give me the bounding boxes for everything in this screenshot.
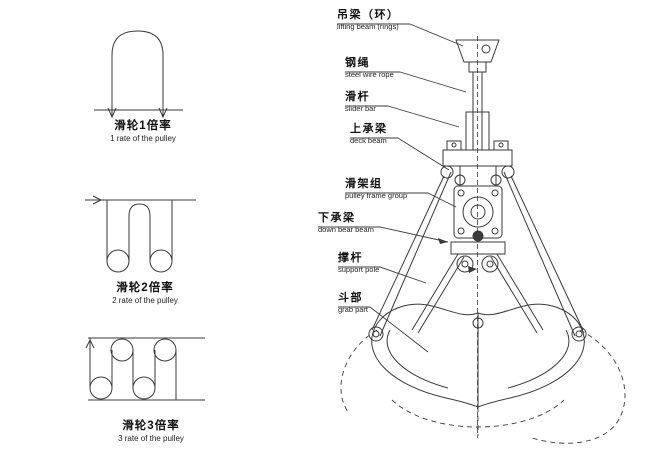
label-grab-part-en: grab part (338, 305, 369, 314)
label-deck-beam: 上承梁 deck beam (350, 123, 388, 146)
label-pulley-frame-group: 滑架组 pulley frame group (345, 178, 407, 201)
pulley-3-caption: 滑轮3倍率 3 rate of the pulley (91, 419, 211, 444)
label-leader-lines (318, 23, 467, 353)
label-steel-wire-rope-en: steel wire rope (345, 70, 394, 79)
label-slider-bar-zh: 滑杆 (345, 91, 370, 103)
pulley-diagram-3-drawing (85, 337, 205, 401)
label-slider-bar-en: slider bar (345, 104, 376, 113)
pulley-1-caption: 滑轮1倍率 1 rate of the pulley (83, 119, 203, 144)
upper-arms-shape (368, 171, 587, 342)
label-slider-bar: 滑杆 slider bar (345, 91, 376, 114)
label-pulley-frame-group-zh: 滑架组 (345, 178, 383, 190)
pulley-3-title-zh: 滑轮3倍率 (122, 420, 180, 432)
label-support-pole-zh: 撑杆 (338, 252, 363, 264)
label-lifting-beam-en: lifting beam (rings) (337, 22, 399, 31)
pulley-diagram-1-drawing (94, 30, 183, 119)
label-steel-wire-rope: 钢绳 steel wire rope (345, 57, 394, 80)
pulley-2-caption: 滑轮2倍率 2 rate of the pulley (85, 281, 205, 306)
support-poles-shape (411, 253, 544, 334)
grab-machine-drawing (340, 36, 626, 444)
down-bear-beam-shape (450, 241, 506, 273)
grab-open-position-dashed (340, 329, 626, 444)
grab-part-shape (371, 303, 585, 408)
label-down-bear-beam-zh: 下承梁 (318, 212, 356, 224)
pulley-1-title-en: 1 rate of the pulley (110, 134, 176, 143)
label-grab-part-zh: 斗部 (338, 292, 363, 304)
label-support-pole-en: support pole (338, 265, 380, 274)
label-lifting-beam-zh: 吊梁（环） (337, 9, 400, 21)
label-grab-part: 斗部 grab part (338, 292, 368, 315)
label-steel-wire-rope-zh: 钢绳 (345, 57, 370, 69)
label-deck-beam-zh: 上承梁 (350, 123, 388, 135)
pulley-frame-group-shape (453, 185, 503, 242)
lifting-beam-shape (455, 39, 500, 63)
pulley-2-title-en: 2 rate of the pulley (112, 296, 178, 305)
pulley-1-title-zh: 滑轮1倍率 (114, 120, 172, 132)
label-deck-beam-en: deck beam (350, 136, 387, 145)
label-lifting-beam: 吊梁（环） lifting beam (rings) (337, 9, 400, 32)
label-support-pole: 撑杆 support pole (338, 252, 379, 275)
pulley-3-title-en: 3 rate of the pulley (118, 434, 184, 443)
label-down-bear-beam: 下承梁 down bear beam (318, 212, 374, 235)
deck-beam-shape (440, 140, 515, 186)
pulley-2-title-zh: 滑轮2倍率 (116, 282, 174, 294)
label-pulley-frame-group-en: pulley frame group (345, 191, 408, 200)
label-down-bear-beam-en: down bear beam (318, 225, 374, 234)
pulley-diagram-2-drawing (85, 195, 196, 273)
